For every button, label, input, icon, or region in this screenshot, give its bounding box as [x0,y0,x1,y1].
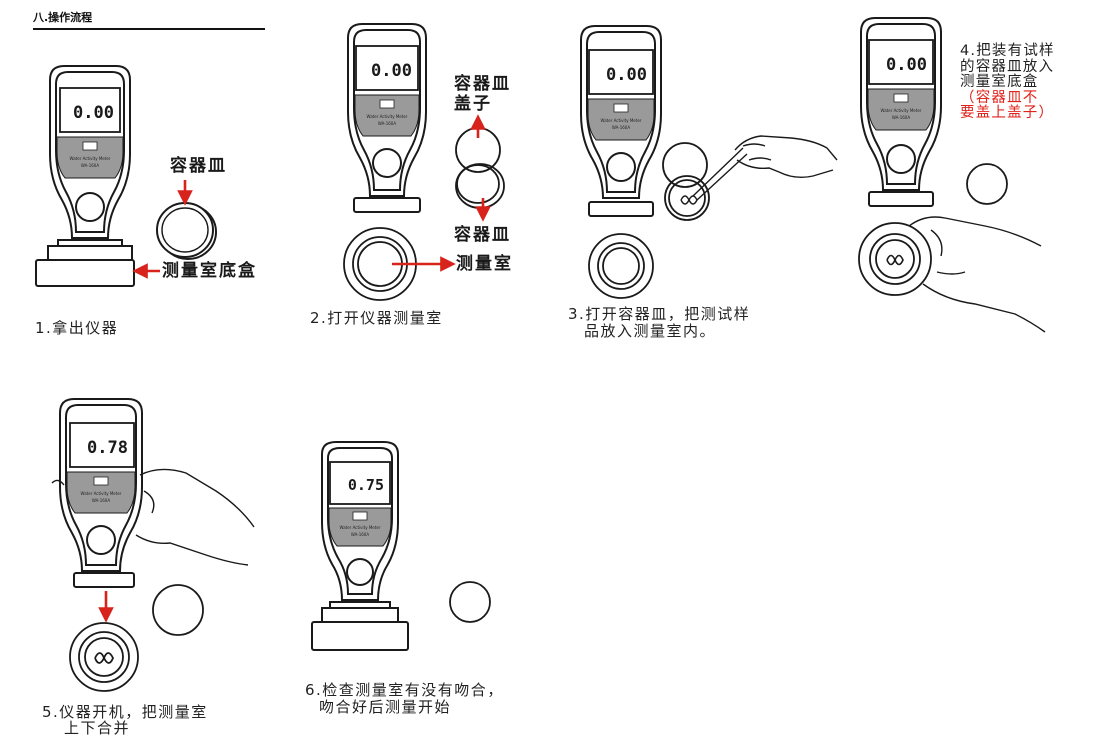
model-text: WA-160A [351,532,369,537]
lcd-screen [69,422,135,468]
lcd-screen [355,45,419,91]
open-dish-with-sample [664,175,710,221]
panel-logo-icon [613,103,629,113]
dish-lid [152,584,204,636]
sensor-window [86,525,116,555]
sensor-window [372,148,402,178]
hand-icon [51,468,255,566]
lcd-screen [868,39,934,85]
model-text: WA-160A [892,115,910,120]
step-3: 0.00 Water Activity Meter WA-160A [565,20,840,305]
step-4-illustration: 0.00 Water Activity Meter WA-160A [858,17,1046,333]
red-warning-line-1: （容器皿不 [960,89,1039,106]
step-6-illustration: 0.75 Water Activity Meter WA-160A [311,441,491,651]
chamber-collar [868,191,934,207]
lcd-reading: 0.00 [371,61,412,81]
panel-logo-icon [93,476,109,486]
step-1: 0.00 Water Activity Meter WA-160A 容器皿 测量… [30,60,270,300]
meter-panel [587,98,655,141]
sensor-window [886,144,916,174]
chamber-base-with-dish [858,222,932,296]
chamber-collar [73,572,135,588]
meter-panel [354,94,420,137]
lcd-screen [329,461,391,505]
chamber-collar [588,201,654,217]
lcd-reading: 0.78 [87,438,128,458]
model-text: WA-160A [612,125,630,130]
hand-icon [908,216,1046,333]
step-4: 0.00 Water Activity Meter WA-160A [845,14,1085,334]
lcd-reading: 0.00 [73,103,114,123]
section-header: 八.操作流程 [33,6,265,30]
step-1-caption: 1.拿出仪器 [35,319,119,337]
panel-logo-icon [352,511,368,521]
step-5: 0.78 Water Activity Meter WA-160A [40,395,300,695]
step-5-illustration: 0.78 Water Activity Meter WA-160A [51,398,255,692]
dish-label: 容器皿 [454,225,511,245]
dish [156,202,217,260]
step-2-caption: 2.打开仪器测量室 [310,309,443,327]
brand-text: Water Activity Meter [70,156,111,161]
step-3-caption: 3.打开容器皿，把测试样 品放入测量室内。 [568,305,751,340]
chamber-label: 测量室 [456,254,513,274]
model-text: WA-160A [92,498,110,503]
chamber-bottom [588,233,654,299]
sensor-window [75,192,105,222]
step-4-caption: 4.把装有试样 的容器皿放入 测量室底盒 （容器皿不 要盖上盖子） [960,43,1055,121]
model-text: WA-160A [81,163,99,168]
meter-panel [66,471,136,514]
chamber-bottom [343,227,417,301]
chamber-collar [353,197,421,213]
dish-lid [449,581,491,623]
brand-text: Water Activity Meter [81,491,122,496]
meter-panel [867,88,935,131]
lcd-screen [59,87,121,133]
meter-panel [56,136,124,179]
lcd-reading: 0.75 [348,476,384,494]
step-3-illustration: 0.00 Water Activity Meter WA-160A [580,25,838,299]
sensor-window [606,152,636,182]
step-2: 0.00 Water Activity Meter WA-160A 容器皿 盖子… [330,20,560,301]
dish-lid [966,163,1008,205]
panel-logo-icon [379,99,395,109]
lid-label: 容器皿 盖子 [454,74,511,114]
dish [455,163,505,209]
lcd-screen [588,49,654,95]
lcd-reading: 0.00 [606,65,647,85]
panel-logo-icon [82,141,98,151]
meter-panel [328,507,392,547]
step-5-caption: 5.仪器开机，把测量室 上下合并 [42,703,208,737]
chamber-base-with-dish [69,622,139,692]
section-title: 八.操作流程 [33,11,93,24]
chamber-base [35,239,135,287]
base-label: 测量室底盒 [162,261,257,281]
red-warning-line-2: 要盖上盖子） [960,105,1055,121]
brand-text: Water Activity Meter [601,118,642,123]
lcd-reading: 0.00 [886,55,927,75]
panel-logo-icon [893,93,909,103]
model-text: WA-160A [378,121,396,126]
step-6: 0.75 Water Activity Meter WA-160A [310,438,530,658]
step-6-caption: 6.检查测量室有没有吻合， 吻合好后测量开始 [305,681,504,716]
brand-text: Water Activity Meter [340,525,381,530]
brand-text: Water Activity Meter [367,114,408,119]
step-2-illustration: 0.00 Water Activity Meter WA-160A [343,23,505,301]
dish-lid [662,142,708,188]
dish-label: 容器皿 [170,156,227,176]
brand-text: Water Activity Meter [881,108,922,113]
hand-with-tweezers-icon [692,135,838,201]
chamber-base [311,601,409,651]
sensor-window [346,558,374,586]
step-1-illustration: 0.00 Water Activity Meter WA-160A [35,65,217,287]
